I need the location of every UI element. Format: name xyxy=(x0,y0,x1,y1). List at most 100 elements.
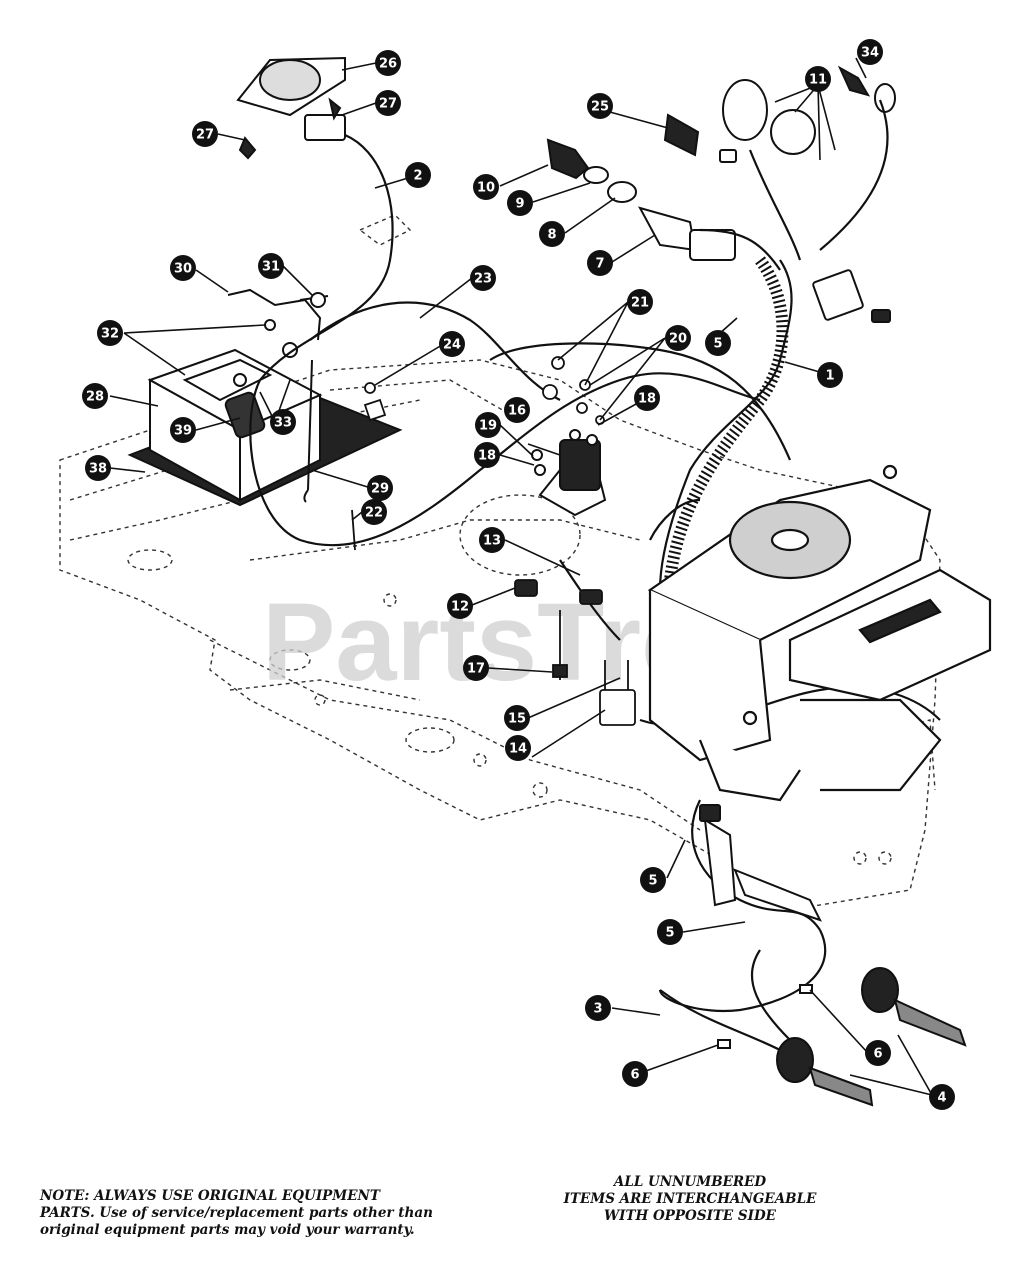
callout-number: 25 xyxy=(591,100,609,115)
callout-bubble xyxy=(587,250,613,276)
starter-solenoid xyxy=(531,429,607,517)
callout-bubble xyxy=(817,362,843,388)
callout-bubble xyxy=(929,1084,955,1110)
callout-number: 12 xyxy=(451,600,469,615)
callout-9: 9 xyxy=(507,190,533,216)
callout-number: 8 xyxy=(547,228,556,243)
callout-number: 22 xyxy=(365,506,383,521)
callout-bubble xyxy=(361,499,387,525)
callout-number: 7 xyxy=(595,257,604,272)
callout-number: 5 xyxy=(648,874,657,889)
callout-number: 27 xyxy=(196,128,214,143)
callout-bubble xyxy=(85,455,111,481)
callout-bubble xyxy=(447,593,473,619)
callout-number: 6 xyxy=(630,1068,639,1083)
callout-8: 8 xyxy=(539,221,565,247)
callout-number: 30 xyxy=(174,262,192,277)
callout-21: 21 xyxy=(627,289,653,315)
callout-number: 10 xyxy=(477,181,495,196)
callout-bubble xyxy=(857,39,883,65)
callout-12: 12 xyxy=(447,593,473,619)
callout-number: 29 xyxy=(371,482,389,497)
callout-16: 16 xyxy=(504,397,530,423)
callout-bubble xyxy=(622,1061,648,1087)
callout-bubble xyxy=(634,385,660,411)
callout-5-bottom: 5 xyxy=(657,919,683,945)
callout-7: 7 xyxy=(587,250,613,276)
callout-number: 3 xyxy=(593,1002,602,1017)
callout-19: 19 xyxy=(475,412,501,438)
callout-bubble xyxy=(270,409,296,435)
callout-22: 22 xyxy=(361,499,387,525)
hold-down-strap xyxy=(227,288,329,503)
control-bracket xyxy=(699,804,967,1107)
callout-number: 26 xyxy=(379,57,397,72)
callout-24: 24 xyxy=(439,331,465,357)
callout-2: 2 xyxy=(405,162,431,188)
callout-1: 1 xyxy=(817,362,843,388)
callout-number: 34 xyxy=(861,46,879,61)
callout-bubble xyxy=(705,330,731,356)
seat-switch xyxy=(236,56,346,160)
callout-number: 24 xyxy=(443,338,461,353)
callout-29: 29 xyxy=(367,475,393,501)
callout-bubble xyxy=(192,121,218,147)
callout-bubble xyxy=(475,412,501,438)
callout-number: 39 xyxy=(174,424,192,439)
callout-15: 15 xyxy=(504,705,530,731)
battery xyxy=(127,319,403,507)
callout-17: 17 xyxy=(463,655,489,681)
callout-number: 17 xyxy=(467,662,485,677)
callout-34: 34 xyxy=(857,39,883,65)
callout-bubble xyxy=(627,289,653,315)
callout-bubble xyxy=(587,93,613,119)
callout-number: 5 xyxy=(665,926,674,941)
callout-bubble xyxy=(474,442,500,468)
callout-bubble xyxy=(657,919,683,945)
callout-bubble xyxy=(473,174,499,200)
callout-26: 26 xyxy=(375,50,401,76)
callout-6-left: 6 xyxy=(622,1061,648,1087)
note-line-2: PARTS. Use of service/replacement parts … xyxy=(40,1205,433,1221)
callout-39: 39 xyxy=(170,417,196,443)
callout-bubble xyxy=(170,417,196,443)
callout-number: 20 xyxy=(669,332,687,347)
callout-bubble xyxy=(470,265,496,291)
callout-6-right: 6 xyxy=(865,1040,891,1066)
warranty-note: NOTE: ALWAYS USE ORIGINAL EQUIPMENT PART… xyxy=(40,1188,480,1239)
key-switch-assembly xyxy=(546,138,736,261)
callout-bubble xyxy=(507,190,533,216)
callout-bubble xyxy=(504,397,530,423)
callout-bubble xyxy=(539,221,565,247)
dash-components xyxy=(663,65,896,323)
callout-number: 6 xyxy=(873,1047,882,1062)
callout-number: 33 xyxy=(274,416,292,431)
callout-bubble xyxy=(170,255,196,281)
callout-number: 32 xyxy=(101,327,119,342)
callout-18-left: 18 xyxy=(474,442,500,468)
callout-11: 11 xyxy=(805,66,831,92)
callout-number: 11 xyxy=(809,73,827,88)
engine xyxy=(647,464,992,802)
callout-number: 38 xyxy=(89,462,107,477)
callout-23: 23 xyxy=(470,265,496,291)
callout-number: 1 xyxy=(825,369,834,384)
side-note-line-2: ITEMS ARE INTERCHANGEABLE xyxy=(563,1191,817,1207)
wiring-diagram: PartsTree TM xyxy=(59,39,992,1110)
callout-33: 33 xyxy=(270,409,296,435)
callout-bubble xyxy=(439,331,465,357)
callout-bubble xyxy=(97,320,123,346)
callout-bubble xyxy=(505,735,531,761)
note-line-3: original equipment parts may void your w… xyxy=(40,1222,415,1238)
callout-bubble xyxy=(258,253,284,279)
callout-28: 28 xyxy=(82,383,108,409)
callout-3: 3 xyxy=(585,995,611,1021)
callout-bubble xyxy=(375,50,401,76)
callout-number: 5 xyxy=(713,337,722,352)
callout-bubble xyxy=(82,383,108,409)
callout-25: 25 xyxy=(587,93,613,119)
callout-4: 4 xyxy=(929,1084,955,1110)
callout-18-right: 18 xyxy=(634,385,660,411)
callout-5-middle: 5 xyxy=(640,867,666,893)
callout-number: 4 xyxy=(937,1091,946,1106)
